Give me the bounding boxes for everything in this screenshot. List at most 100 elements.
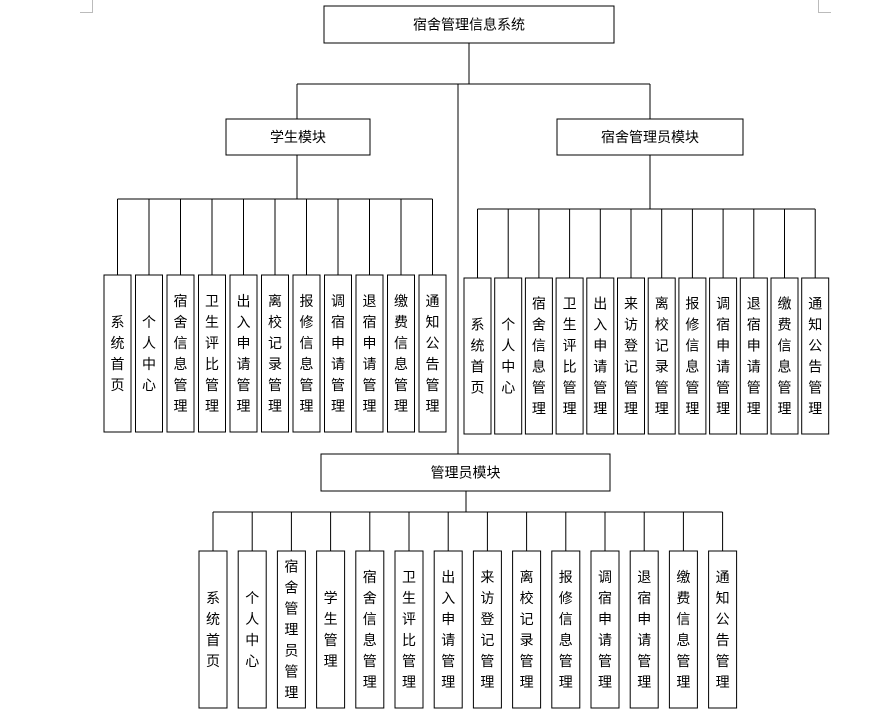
leaf-dorm-manager-4-box bbox=[586, 277, 615, 435]
leaf-student-5: 离校记录管理 bbox=[261, 274, 289, 433]
module-dorm-manager-label: 宿舍管理员模块 bbox=[601, 129, 699, 146]
leaf-student-6-box bbox=[292, 274, 321, 433]
leaf-student-6-label: 报修信息管理 bbox=[300, 294, 314, 415]
leaf-admin-8: 离校记录管理 bbox=[512, 550, 542, 709]
leaf-admin-6: 出入申请管理 bbox=[433, 550, 463, 709]
leaf-student-8-box bbox=[355, 274, 384, 433]
leaf-admin-10-label: 调宿申请管理 bbox=[598, 570, 612, 691]
leaf-student-7-box bbox=[324, 274, 352, 433]
leaf-admin-1-label: 个人中心 bbox=[245, 591, 259, 670]
leaf-dorm-manager-7-label: 报修信息管理 bbox=[685, 297, 699, 418]
leaf-admin-4-label: 宿舍信息管理 bbox=[363, 569, 377, 691]
leaf-dorm-manager-3: 卫生评比管理 bbox=[555, 277, 584, 435]
root-node-box bbox=[323, 5, 615, 44]
leaf-admin-6-label: 出入申请管理 bbox=[441, 570, 455, 691]
leaf-admin-9-box bbox=[551, 550, 581, 709]
leaf-admin-4-box bbox=[355, 550, 385, 709]
leaf-dorm-manager-8: 调宿申请管理 bbox=[709, 277, 738, 435]
leaf-dorm-manager-1-box bbox=[494, 277, 523, 435]
leaf-admin-13-box bbox=[708, 550, 738, 709]
leaf-admin-7: 来访登记管理 bbox=[472, 550, 502, 709]
leaf-admin-4: 宿舍信息管理 bbox=[355, 550, 385, 709]
leaf-admin-11-label: 退宿申请管理 bbox=[637, 570, 651, 691]
leaf-student-6: 报修信息管理 bbox=[292, 274, 321, 433]
leaf-admin-6-box bbox=[433, 550, 463, 709]
page-corner-mark-left bbox=[80, 0, 93, 13]
leaf-dorm-manager-2-label: 宿舍信息管理 bbox=[532, 296, 546, 418]
leaf-admin-3: 学生管理 bbox=[316, 550, 346, 709]
leaf-dorm-manager-6: 离校记录管理 bbox=[647, 277, 676, 435]
leaf-dorm-manager-7: 报修信息管理 bbox=[678, 277, 707, 435]
root-node-label: 宿舍管理信息系统 bbox=[413, 17, 525, 34]
leaf-student-4-label: 出入申请管理 bbox=[237, 294, 251, 415]
leaf-student-9: 缴费信息管理 bbox=[387, 274, 415, 433]
diagram-nodes: 宿舍管理信息系统学生模块系统首页个人中心宿舍信息管理卫生评比管理出入申请管理离校… bbox=[103, 5, 830, 709]
leaf-student-7: 调宿申请管理 bbox=[324, 274, 352, 433]
leaf-dorm-manager-2-box bbox=[524, 277, 553, 435]
leaf-dorm-manager-4-label: 出入申请管理 bbox=[593, 297, 607, 418]
module-dorm-manager-box bbox=[556, 118, 744, 156]
leaf-admin-0-box bbox=[198, 550, 228, 709]
module-student-box bbox=[225, 118, 371, 156]
leaf-student-7-label: 调宿申请管理 bbox=[331, 294, 345, 415]
leaf-student-9-box bbox=[387, 274, 415, 433]
module-admin-label: 管理员模块 bbox=[431, 466, 501, 482]
leaf-dorm-manager-5: 来访登记管理 bbox=[617, 277, 645, 435]
module-admin-box bbox=[320, 453, 611, 492]
leaf-student-4-box bbox=[229, 274, 258, 433]
leaf-student-10: 通知公告管理 bbox=[418, 274, 447, 433]
leaf-student-1-box bbox=[135, 274, 163, 433]
leaf-dorm-manager-6-label: 离校记录管理 bbox=[655, 296, 669, 418]
leaf-admin-5-label: 卫生评比管理 bbox=[402, 570, 416, 691]
leaf-admin-2: 宿舍管理员管理 bbox=[276, 550, 306, 709]
module-student: 学生模块 bbox=[225, 118, 371, 156]
connector-lines bbox=[117, 43, 816, 551]
leaf-admin-1-box bbox=[237, 550, 267, 709]
leaf-dorm-manager-10-box bbox=[770, 277, 799, 435]
leaf-student-5-box bbox=[261, 274, 289, 433]
leaf-admin-5: 卫生评比管理 bbox=[394, 550, 424, 709]
leaf-admin-8-box bbox=[512, 550, 542, 709]
leaf-student-10-box bbox=[418, 274, 447, 433]
leaf-dorm-manager-5-box bbox=[617, 277, 645, 435]
leaf-dorm-manager-9-label: 退宿申请管理 bbox=[747, 297, 761, 418]
leaf-student-3-box bbox=[198, 274, 226, 433]
leaf-student-8-label: 退宿申请管理 bbox=[363, 294, 377, 415]
module-student-label: 学生模块 bbox=[270, 130, 326, 146]
leaf-dorm-manager-6-box bbox=[647, 277, 676, 435]
leaf-admin-11: 退宿申请管理 bbox=[629, 550, 659, 709]
leaf-admin-5-box bbox=[394, 550, 424, 709]
leaf-student-1: 个人中心 bbox=[135, 274, 163, 433]
leaf-student-0-label: 系统首页 bbox=[111, 315, 125, 394]
leaf-student-2-label: 宿舍信息管理 bbox=[174, 293, 188, 415]
leaf-admin-10: 调宿申请管理 bbox=[590, 550, 620, 709]
leaf-student-3-label: 卫生评比管理 bbox=[205, 294, 219, 415]
leaf-admin-12: 缴费信息管理 bbox=[668, 550, 698, 709]
leaf-student-4: 出入申请管理 bbox=[229, 274, 258, 433]
leaf-dorm-manager-2: 宿舍信息管理 bbox=[524, 277, 553, 435]
leaf-dorm-manager-11-label: 通知公告管理 bbox=[808, 297, 822, 418]
leaf-dorm-manager-1-label: 个人中心 bbox=[501, 318, 515, 397]
leaf-admin-0-label: 系统首页 bbox=[206, 591, 220, 670]
leaf-student-0-box bbox=[103, 274, 132, 433]
leaf-dorm-manager-10: 缴费信息管理 bbox=[770, 277, 799, 435]
leaf-dorm-manager-3-label: 卫生评比管理 bbox=[563, 297, 577, 418]
leaf-dorm-manager-9-box bbox=[739, 277, 768, 435]
leaf-student-1-label: 个人中心 bbox=[142, 315, 156, 394]
leaf-admin-3-box bbox=[316, 550, 346, 709]
leaf-student-8: 退宿申请管理 bbox=[355, 274, 384, 433]
page-corner-mark-right bbox=[818, 0, 831, 13]
leaf-dorm-manager-8-box bbox=[709, 277, 738, 435]
leaf-dorm-manager-7-box bbox=[678, 277, 707, 435]
leaf-dorm-manager-10-label: 缴费信息管理 bbox=[778, 297, 792, 418]
leaf-admin-13: 通知公告管理 bbox=[708, 550, 738, 709]
module-dorm-manager: 宿舍管理员模块 bbox=[556, 118, 744, 156]
leaf-student-5-label: 离校记录管理 bbox=[268, 293, 282, 415]
leaf-student-2-box bbox=[166, 274, 195, 433]
leaf-dorm-manager-1: 个人中心 bbox=[494, 277, 523, 435]
leaf-dorm-manager-0-label: 系统首页 bbox=[471, 318, 485, 397]
leaf-admin-2-label: 宿舍管理员管理 bbox=[284, 559, 298, 702]
leaf-student-0: 系统首页 bbox=[103, 274, 132, 433]
leaf-dorm-manager-11: 通知公告管理 bbox=[801, 277, 830, 435]
